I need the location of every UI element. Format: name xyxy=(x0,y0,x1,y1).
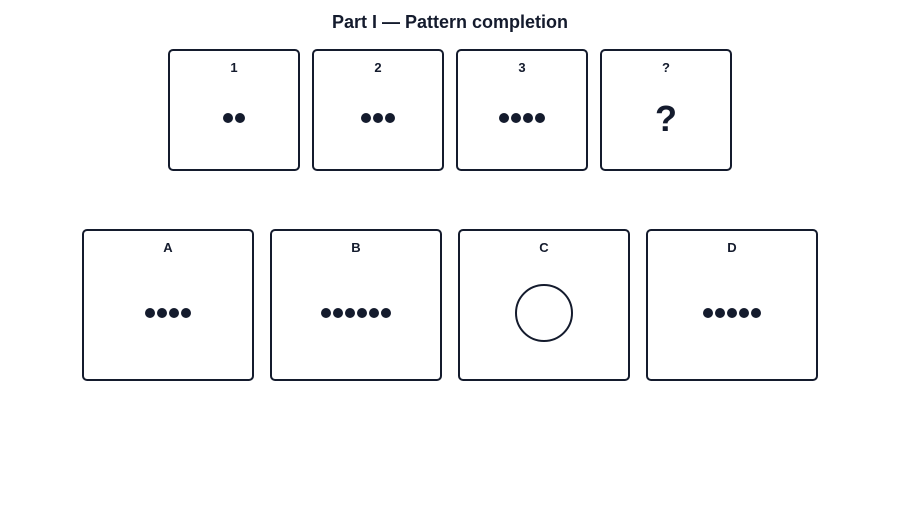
dot-icon xyxy=(169,308,179,318)
dot-icon xyxy=(357,308,367,318)
dot-icon xyxy=(333,308,343,318)
sequence-card-missing: ? ? xyxy=(600,49,732,171)
dot-icon xyxy=(345,308,355,318)
dot-icon xyxy=(535,113,545,123)
dot-icon xyxy=(235,113,245,123)
card-label: B xyxy=(351,240,361,255)
dot-icon xyxy=(751,308,761,318)
dot-icon xyxy=(381,308,391,318)
card-label: A xyxy=(163,240,173,255)
page-title: Part I — Pattern completion xyxy=(331,12,569,32)
dot-group xyxy=(648,308,816,318)
dot-group xyxy=(314,113,442,123)
dot-icon xyxy=(157,308,167,318)
card-label: C xyxy=(539,240,549,255)
dot-icon xyxy=(373,113,383,123)
option-card-c[interactable]: C xyxy=(458,229,630,381)
dot-icon xyxy=(361,113,371,123)
card-label: ? xyxy=(662,60,670,75)
dot-icon xyxy=(181,308,191,318)
question-mark-icon: ? xyxy=(655,98,677,139)
circle-icon xyxy=(515,284,573,342)
option-card-a[interactable]: A xyxy=(82,229,254,381)
card-label: D xyxy=(727,240,737,255)
card-label: 2 xyxy=(374,60,382,75)
dot-group xyxy=(458,113,586,123)
dot-icon xyxy=(727,308,737,318)
dot-icon xyxy=(523,113,533,123)
card-label: 1 xyxy=(230,60,238,75)
sequence-card-3: 3 xyxy=(456,49,588,171)
dot-group xyxy=(84,308,252,318)
dot-icon xyxy=(369,308,379,318)
option-card-d[interactable]: D xyxy=(646,229,818,381)
dot-icon xyxy=(715,308,725,318)
dot-icon xyxy=(703,308,713,318)
dot-icon xyxy=(321,308,331,318)
sequence-card-2: 2 xyxy=(312,49,444,171)
dot-group xyxy=(272,308,440,318)
card-label: 3 xyxy=(518,60,526,75)
dot-icon xyxy=(511,113,521,123)
sequence-card-1: 1 xyxy=(168,49,300,171)
option-card-b[interactable]: B xyxy=(270,229,442,381)
dot-icon xyxy=(499,113,509,123)
dot-icon xyxy=(739,308,749,318)
dot-icon xyxy=(223,113,233,123)
dot-icon xyxy=(145,308,155,318)
dot-group xyxy=(170,113,298,123)
dot-icon xyxy=(385,113,395,123)
